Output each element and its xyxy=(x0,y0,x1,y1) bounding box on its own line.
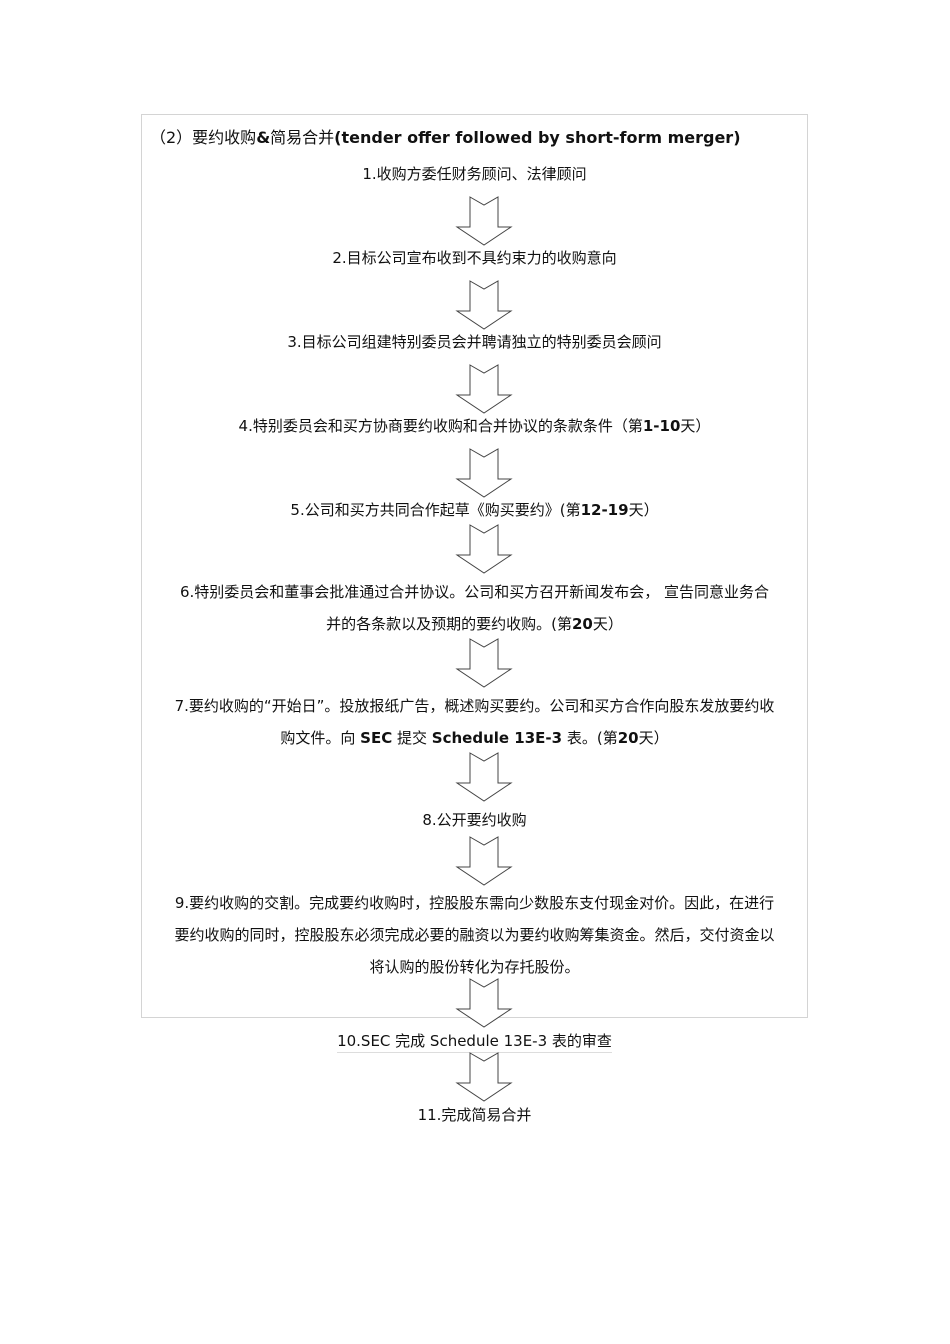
section-title: （2）要约收购&简易合并(tender offer followed by sh… xyxy=(150,124,741,148)
t: 天） xyxy=(638,729,669,747)
down-arrow-icon xyxy=(455,638,513,688)
step-4-text: 4.特别委员会和买方协商要约收购和合并协议的条款条件（第 xyxy=(238,417,643,435)
step-5: 5.公司和买方共同合作起草《购买要约》(第12-19天） xyxy=(141,499,808,521)
title-amp: & xyxy=(256,128,271,147)
t: 购文件。向 xyxy=(280,729,361,747)
step-6-line-2: 并的各条款以及预期的要约收购。(第20天） xyxy=(141,613,808,635)
step-9-line-2: 要约收购的同时，控股股东必须完成必要的融资以为要约收购筹集资金。然后，交付资金以 xyxy=(174,926,775,944)
step-9-line-3: 将认购的股份转化为存托股份。 xyxy=(369,958,580,976)
t: 表。(第 xyxy=(562,729,618,747)
sec: SEC xyxy=(360,729,393,747)
step-8: 8.公开要约收购 xyxy=(422,811,527,829)
step-6-line-1: 6.特别委员会和董事会批准通过合并协议。公司和买方召开新闻发布会， 宣告同意业务… xyxy=(179,583,770,601)
down-arrow-icon xyxy=(455,280,513,330)
step-4-end: 天） xyxy=(680,417,711,435)
down-arrow-icon xyxy=(455,752,513,802)
step-5-text: 5.公司和买方共同合作起草《购买要约》(第 xyxy=(290,501,581,519)
step-10-text: 10.SEC 完成 Schedule 13E-3 表的审查 xyxy=(337,1032,612,1053)
down-arrow-icon xyxy=(455,978,513,1028)
down-arrow-icon xyxy=(455,364,513,414)
title-en: (tender offer followed by short-form mer… xyxy=(334,128,741,147)
step-3: 3.目标公司组建特别委员会并聘请独立的特别委员会顾问 xyxy=(287,333,662,351)
step-5-days: 12-19 xyxy=(580,501,629,519)
step-6-end: 天） xyxy=(592,615,623,633)
step-10: 10.SEC 完成 Schedule 13E-3 表的审查 xyxy=(141,1030,808,1053)
schedule: Schedule 13E-3 xyxy=(431,729,563,747)
day: 20 xyxy=(617,729,639,747)
step-2: 2.目标公司宣布收到不具约束力的收购意向 xyxy=(332,249,617,267)
down-arrow-icon xyxy=(455,448,513,498)
title-cn-2: 简易合并 xyxy=(270,128,335,147)
step-1: 1.收购方委任财务顾问、法律顾问 xyxy=(362,165,587,183)
step-7-line-2: 购文件。向 SEC 提交 Schedule 13E-3 表。(第20天） xyxy=(141,727,808,749)
step-6-text: 并的各条款以及预期的要约收购。(第 xyxy=(326,615,572,633)
down-arrow-icon xyxy=(455,836,513,886)
step-7-line-1: 7.要约收购的“开始日”。投放报纸广告，概述购买要约。公司和买方合作向股东发放要… xyxy=(174,697,775,715)
t: 提交 xyxy=(392,729,432,747)
step-6-day: 20 xyxy=(571,615,593,633)
step-5-end: 天） xyxy=(628,501,659,519)
step-9-line-1: 9.要约收购的交割。完成要约收购时，控股股东需向少数股东支付现金对价。因此，在进… xyxy=(174,894,775,912)
step-11: 11.完成简易合并 xyxy=(417,1106,532,1124)
step-4: 4.特别委员会和买方协商要约收购和合并协议的条款条件（第1-10天） xyxy=(141,415,808,437)
down-arrow-icon xyxy=(455,524,513,574)
title-cn: （2）要约收购 xyxy=(150,128,257,147)
step-4-days: 1-10 xyxy=(642,417,681,435)
down-arrow-icon xyxy=(455,196,513,246)
down-arrow-icon xyxy=(455,1052,513,1102)
